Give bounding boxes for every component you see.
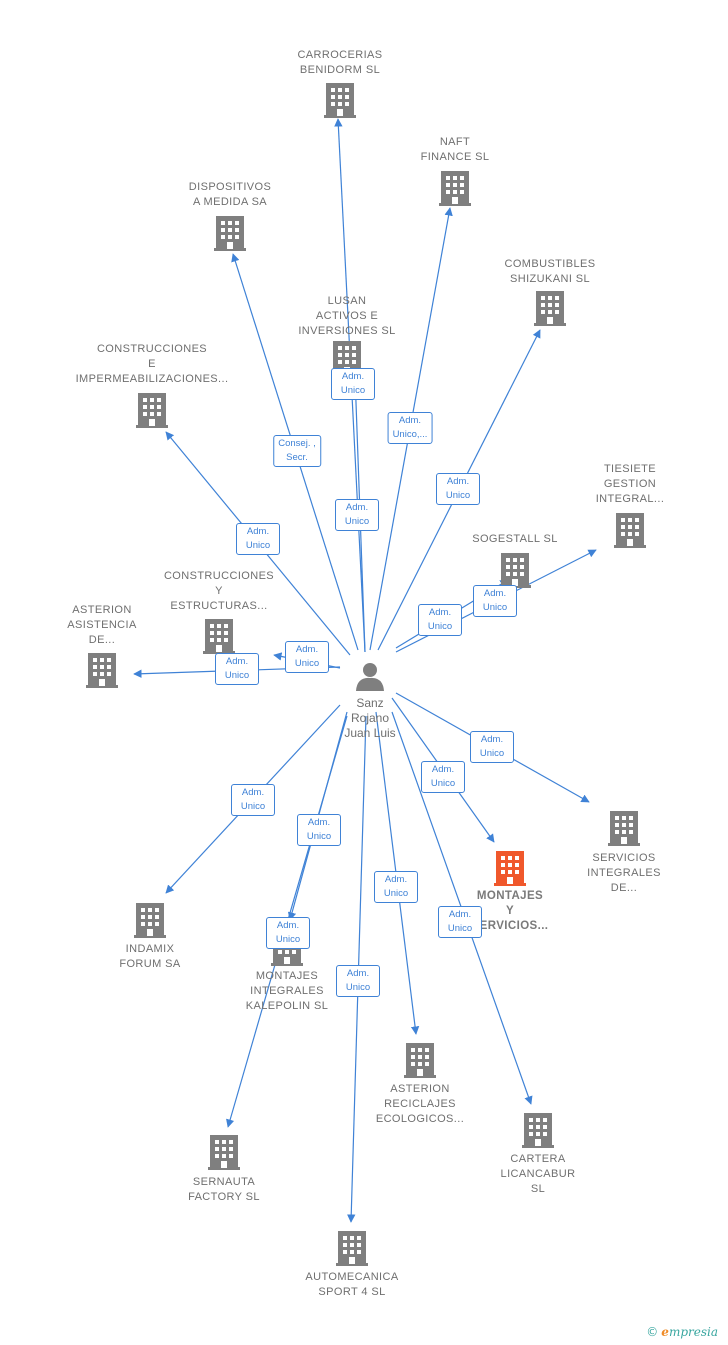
company-label-montajes_y[interactable]: MONTAJES Y SERVICIOS... [471, 890, 549, 932]
role-badge-sernauta: Adm. Unico [266, 917, 310, 949]
brand-initial: e [661, 1325, 669, 1339]
building-icon[interactable] [614, 513, 646, 548]
brand-name: mpresia [668, 1325, 718, 1339]
building-icon[interactable] [136, 393, 168, 428]
role-badge-asterion_reciclajes: Adm. Unico [374, 871, 418, 903]
building-icon[interactable] [499, 553, 531, 588]
building-icon[interactable] [534, 291, 566, 326]
role-badge-tiesiete: Adm. Unico [473, 585, 517, 617]
company-label-cartera[interactable]: CARTERA LICANCABUR SL [500, 1153, 576, 1195]
copyright-symbol: © [646, 1325, 659, 1339]
role-badge-lusan: Adm. Unico [335, 499, 379, 531]
company-label-dispositivos[interactable]: DISPOSITIVOS A MEDIDA SA [188, 181, 272, 208]
building-icon[interactable] [439, 171, 471, 206]
empresia-watermark: ©empresia [646, 1325, 718, 1339]
building-icon[interactable] [134, 903, 166, 938]
company-label-naft[interactable]: NAFT FINANCE SL [420, 136, 490, 163]
role-badge-construcciones_est: Adm. Unico [285, 641, 329, 673]
company-label-automecanica[interactable]: AUTOMECANICA SPORT 4 SL [305, 1271, 399, 1298]
person-icon[interactable] [356, 663, 384, 691]
role-badge-dispositivos: Consej. , Secr. [273, 435, 321, 467]
company-label-combustibles[interactable]: COMBUSTIBLES SHIZUKANI SL [504, 258, 596, 285]
company-label-construcciones_imp[interactable]: CONSTRUCCIONES E IMPERMEABILIZACIONES... [75, 343, 229, 385]
building-icon[interactable] [203, 619, 235, 654]
building-icon[interactable] [86, 653, 118, 688]
person-name[interactable]: Sanz Rojano Juan Luis [344, 696, 396, 740]
role-badge-carrocerias: Adm. Unico [331, 368, 375, 400]
building-icon[interactable] [208, 1135, 240, 1170]
role-badge-construcciones_imp: Adm. Unico [236, 523, 280, 555]
company-label-montajes_kal[interactable]: MONTAJES INTEGRALES KALEPOLIN SL [245, 970, 329, 1012]
role-badge-naft: Adm. Unico,... [387, 412, 433, 444]
building-icon[interactable] [214, 216, 246, 251]
building-icon[interactable] [404, 1043, 436, 1078]
building-icon[interactable] [608, 811, 640, 846]
company-label-carrocerias[interactable]: CARROCERIAS BENIDORM SL [297, 49, 383, 76]
company-label-construcciones_est[interactable]: CONSTRUCCIONES Y ESTRUCTURAS... [163, 570, 275, 612]
role-badge-automecanica: Adm. Unico [336, 965, 380, 997]
company-label-servicios[interactable]: SERVICIOS INTEGRALES DE... [587, 852, 661, 894]
role-badge-servicios: Adm. Unico [470, 731, 514, 763]
role-badge-montajes_y: Adm. Unico [421, 761, 465, 793]
node-layer [86, 83, 646, 1266]
role-badge-sogestall: Adm. Unico [418, 604, 462, 636]
company-label-asterion_asistencia[interactable]: ASTERION ASISTENCIA DE... [67, 604, 137, 646]
company-label-tiesiete[interactable]: TIESIETE GESTION INTEGRAL... [595, 463, 665, 505]
role-badge-combustibles: Adm. Unico [436, 473, 480, 505]
company-label-sogestall[interactable]: SOGESTALL SL [472, 533, 558, 545]
building-icon[interactable] [494, 851, 526, 886]
company-label-sernauta[interactable]: SERNAUTA FACTORY SL [188, 1176, 260, 1203]
role-badge-asterion_asistencia: Adm. Unico [215, 653, 259, 685]
company-label-lusan[interactable]: LUSAN ACTIVOS E INVERSIONES SL [298, 295, 396, 337]
role-badge-cartera: Adm. Unico [438, 906, 482, 938]
role-badge-montajes_kal: Adm. Unico [297, 814, 341, 846]
company-label-indamix[interactable]: INDAMIX FORUM SA [119, 943, 181, 970]
company-label-asterion_reciclajes[interactable]: ASTERION RECICLAJES ECOLOGICOS... [375, 1083, 465, 1125]
building-icon[interactable] [324, 83, 356, 118]
building-icon[interactable] [522, 1113, 554, 1148]
building-icon[interactable] [336, 1231, 368, 1266]
role-badge-indamix: Adm. Unico [231, 784, 275, 816]
